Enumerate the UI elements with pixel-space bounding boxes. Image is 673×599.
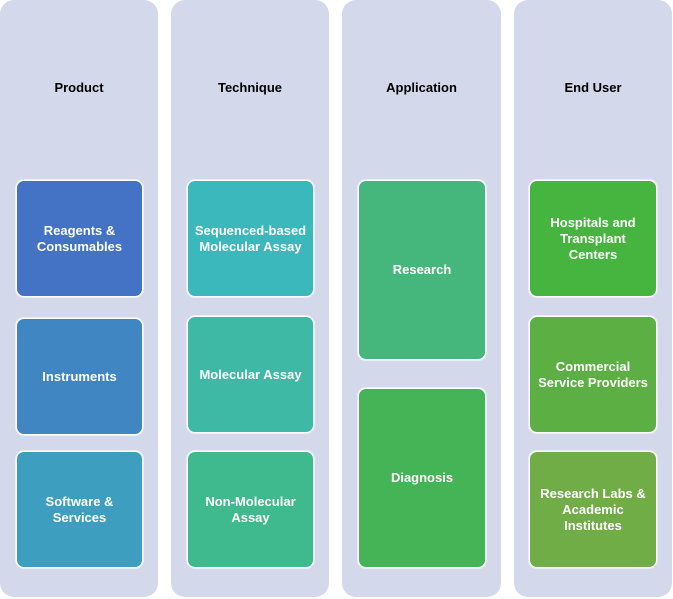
box-hospitals-transplant-centers: Hospitals and Transplant Centers [529,180,657,297]
box-sequenced-based-molecular-assay: Sequenced-based Molecular Assay [187,180,314,297]
box-instruments: Instruments [16,318,143,435]
box-non-molecular-assay: Non-Molecular Assay [187,451,314,568]
box-research-labs-academic-institutes: Research Labs & Academic Institutes [529,451,657,568]
column-application: Application Research Diagnosis [342,0,501,597]
column-technique: Technique Sequenced-based Molecular Assa… [171,0,329,597]
column-end-user: End User Hospitals and Transplant Center… [514,0,672,597]
box-reagents-consumables: Reagents & Consumables [16,180,143,297]
column-product: Product Reagents & Consumables Instrumen… [0,0,158,597]
box-commercial-service-providers: Commercial Service Providers [529,316,657,433]
column-title-end-user: End User [564,80,622,95]
column-title-product: Product [54,80,104,95]
box-research: Research [358,180,486,360]
box-diagnosis: Diagnosis [358,388,486,568]
column-title-application: Application [386,80,457,95]
box-molecular-assay: Molecular Assay [187,316,314,433]
box-software-services: Software & Services [16,451,143,568]
column-title-technique: Technique [217,80,283,95]
